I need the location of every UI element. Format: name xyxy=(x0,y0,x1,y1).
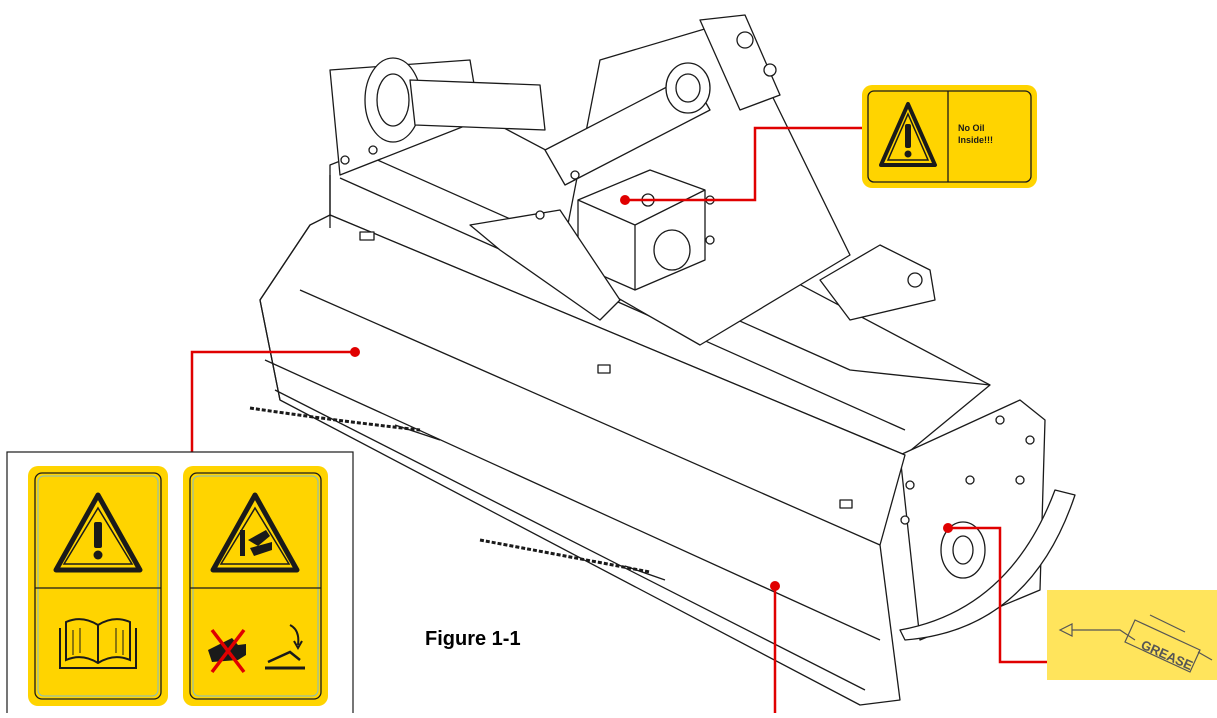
skid-runner xyxy=(899,489,1076,641)
tiller-machine xyxy=(249,14,1076,706)
grease-decal: GREASE xyxy=(1047,590,1217,680)
read-manual-book-icon xyxy=(59,618,137,669)
no-hands-icon xyxy=(208,624,305,674)
figure-caption: Figure 1-1 xyxy=(425,628,521,650)
callout-dot-shield-lower xyxy=(770,581,780,591)
no-oil-text-line1: No Oil xyxy=(958,123,985,133)
callout-oil xyxy=(625,126,862,202)
callout-dot-end-bearing xyxy=(943,523,953,533)
callout-dot-gearbox xyxy=(620,195,630,205)
no-oil-decal: No Oil Inside!!! xyxy=(862,85,1037,188)
lower-hitch-arm xyxy=(469,209,621,321)
pto-shaft xyxy=(544,74,711,186)
callout-grease xyxy=(948,526,1055,664)
warning-triangle-icon xyxy=(879,102,937,167)
warning-triangle-icon xyxy=(53,492,143,573)
manual-warning-decal xyxy=(28,466,168,706)
callout-lines xyxy=(190,126,1055,713)
callout-dots xyxy=(350,195,953,591)
callout-dot-shield-upper xyxy=(350,347,360,357)
grease-gun-icon xyxy=(1058,614,1213,673)
entanglement-warning-decal xyxy=(183,466,328,706)
safety-decal-panel xyxy=(6,451,354,718)
no-oil-text-line2: Inside!!! xyxy=(958,135,993,145)
callout-manual xyxy=(190,350,355,452)
shield-chain-upper xyxy=(249,406,421,432)
hand-entanglement-icon xyxy=(210,492,300,573)
